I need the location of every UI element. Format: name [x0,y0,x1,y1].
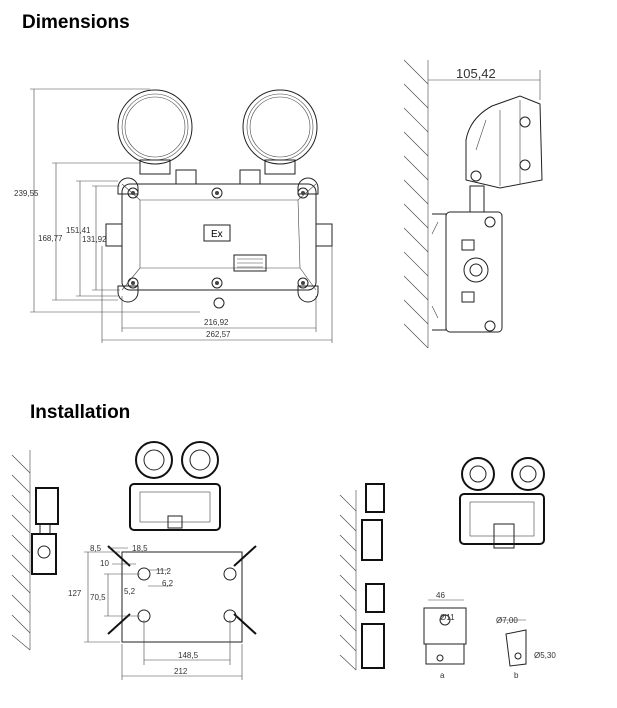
top-right-ear [297,177,319,195]
detail-a: 46 Ø11 a [423,591,467,680]
wall-hatch [403,59,429,349]
dim-height-mid: 168,77 [38,234,63,243]
dim-width-inner: 216,92 [204,318,229,327]
dim-d9: 148,5 [178,651,199,660]
front-dimension-lines [30,88,333,343]
installation-heading: Installation [30,402,131,423]
front-view: Ex 239,55 168,77 151,4 [14,88,333,343]
dim-d3: 10 [100,559,109,568]
side-body [445,211,503,333]
dim-d1: 8,5 [90,544,102,553]
side-view: 105,42 [403,59,543,349]
dim-height-body: 151,41 [66,226,91,235]
dim-d8: 70,5 [90,593,106,602]
detail-b: Ø7,00 Ø5,30 b [496,616,556,680]
detail-b-label: b [514,671,519,680]
detail-a-hole: Ø11 [440,613,455,622]
enclosure-bolts [127,187,309,289]
dim-d2: 18,5 [132,544,148,553]
dimensions-heading: Dimensions [22,12,130,33]
ex-label: Ex [211,229,223,240]
top-left-ear [117,177,139,195]
dim-depth: 105,42 [456,66,496,81]
mounting-plate-plan: 8,5 18,5 10 11,2 6,2 5,2 127 70,5 148,5 … [68,544,257,680]
dim-d7: 127 [68,589,82,598]
detail-a-label: a [440,671,445,680]
ex-marking [203,224,231,242]
detail-b-hole2: Ø5,30 [534,651,556,660]
dim-d10: 212 [174,667,188,676]
dim-height-total: 239,55 [14,189,39,198]
dim-d6: 5,2 [124,587,136,596]
dim-d5: 6,2 [162,579,174,588]
dim-height-inner: 131,92 [82,235,107,244]
right-lamp-head [242,89,318,175]
detail-b-hole1: Ø7,00 [496,616,518,625]
test-button [213,297,225,309]
left-lamp-head [117,89,193,175]
install-right-side-views [339,483,385,671]
install-front-right [459,457,545,549]
install-front-mini [129,441,221,531]
detail-a-width: 46 [436,591,445,600]
nameplate [233,254,267,272]
dim-d4: 11,2 [156,567,172,576]
dim-width-total: 262,57 [206,330,231,339]
install-side-mount [11,450,59,651]
